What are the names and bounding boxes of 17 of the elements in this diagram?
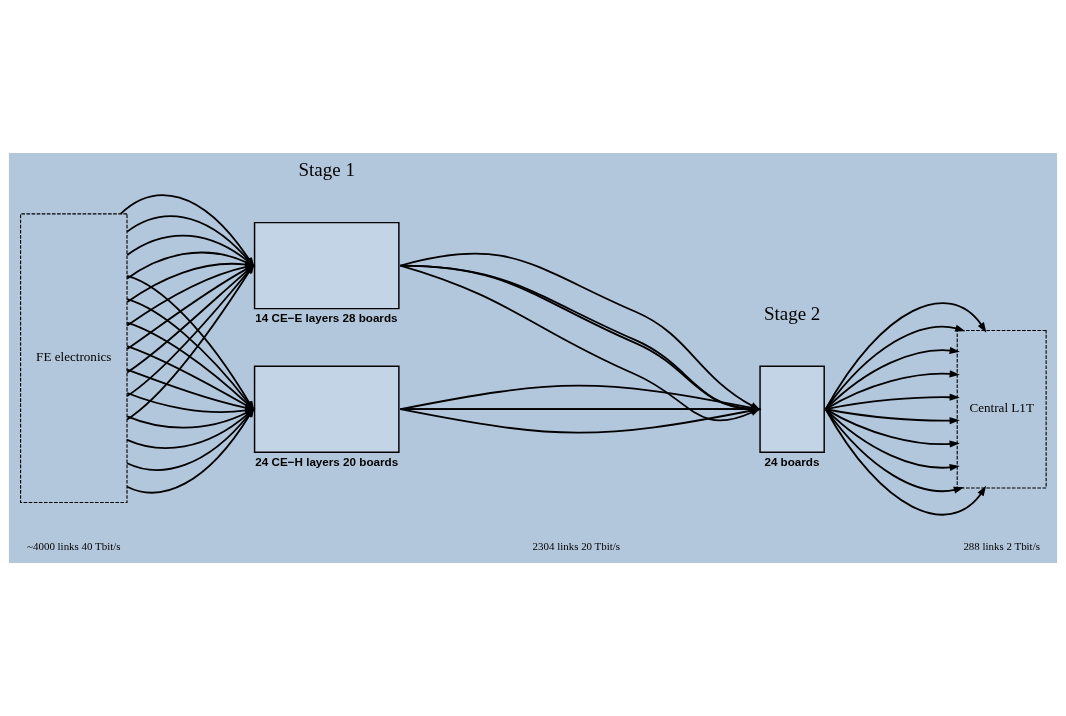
arrow — [824, 324, 966, 410]
label: 288 links 2 Tbit/s — [963, 539, 1040, 552]
node-box: FE electronics — [20, 213, 128, 504]
arrow — [824, 302, 987, 410]
label: Stage 2 — [763, 302, 821, 324]
arrow — [824, 408, 960, 448]
node-label: 24 boards — [764, 454, 820, 468]
label: 2304 links 20 Tbit/s — [532, 539, 621, 552]
node-label: 14 CE−E layers 28 boards — [255, 311, 398, 325]
node-box: Central L1T — [956, 329, 1047, 489]
label: ~4000 links 40 Tbit/s — [27, 539, 121, 552]
arrow — [824, 346, 960, 410]
label: Stage 1 — [298, 159, 355, 181]
arrow — [824, 408, 987, 516]
arrow — [824, 408, 964, 494]
arrow — [824, 408, 960, 471]
node-label: 24 CE−H layers 20 boards — [255, 454, 399, 468]
